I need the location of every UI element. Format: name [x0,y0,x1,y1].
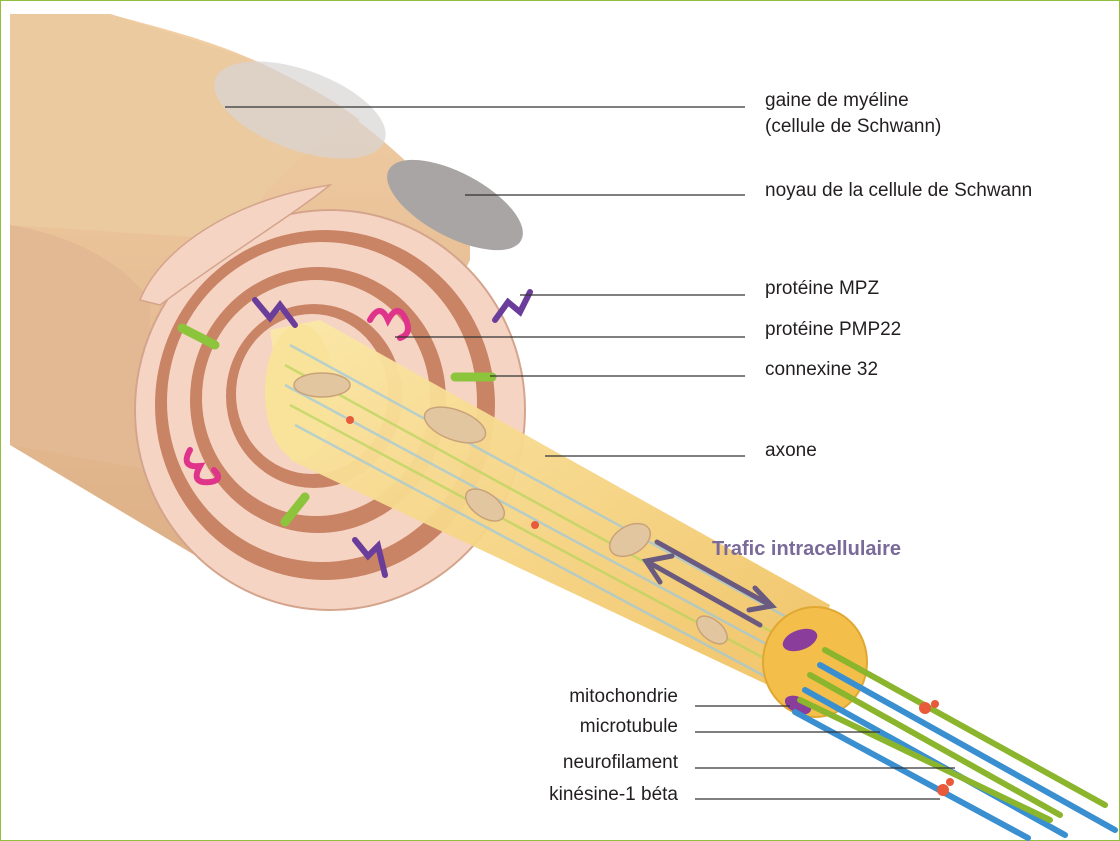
label-neurofilament: neurofilament [563,752,678,774]
kinesin-2 [937,784,949,796]
label-connexin: connexine 32 [765,359,878,381]
mpz-protein-2 [495,292,530,320]
label-myelin: gaine de myéline [765,90,909,112]
kinesin-2b [946,778,954,786]
kinesin-1 [919,702,931,714]
label-microtubule: microtubule [580,716,678,738]
label-pmp22: protéine PMP22 [765,319,901,341]
label-schwann-nucleus: noyau de la cellule de Schwann [765,180,1032,202]
neurofilament-3 [800,700,1050,820]
label-mpz: protéine MPZ [765,278,879,300]
label-myelin-sub: (cellule de Schwann) [765,116,941,138]
label-axon: axone [765,440,817,462]
filaments [795,650,1115,838]
kinesin-3 [531,521,539,529]
mitochondrion-1 [294,373,350,397]
kinesin-1b [931,700,939,708]
neurofilament-2 [810,675,1060,815]
label-kinesin: kinésine-1 béta [549,784,678,806]
label-traffic: Trafic intracellulaire [712,538,901,561]
label-mitochondria: mitochondrie [569,686,678,708]
kinesin-4 [346,416,354,424]
